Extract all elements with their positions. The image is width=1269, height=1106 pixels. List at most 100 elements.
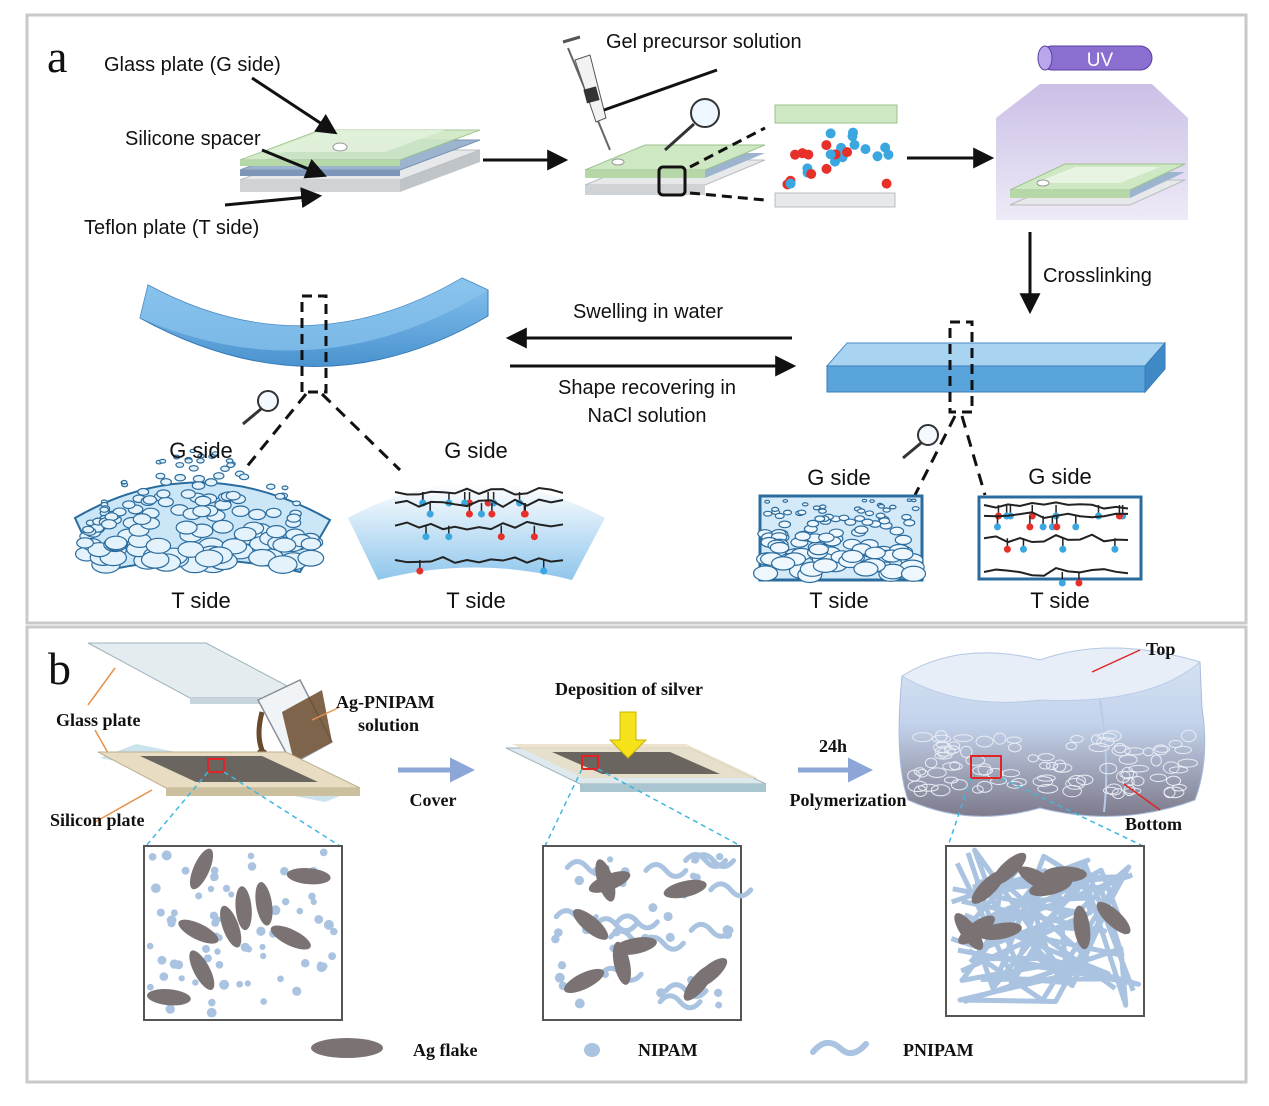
pore: [225, 458, 234, 464]
gel-pore: [1118, 754, 1138, 765]
pore: [76, 537, 94, 549]
nipam-dot: [715, 852, 724, 861]
nipam-dot: [292, 986, 302, 996]
solution-label-line2: solution: [358, 715, 419, 735]
nipam-dot: [169, 959, 180, 969]
gel-pore: [993, 732, 1007, 745]
pore: [900, 565, 927, 582]
gel-block: [898, 647, 1206, 817]
precursor-dot: [825, 128, 836, 139]
side-group: [416, 567, 424, 575]
ag-flake: [572, 909, 609, 940]
gel-pore: [1065, 742, 1078, 751]
gel-pore: [1111, 788, 1125, 800]
nipam-dot: [310, 898, 317, 906]
legend-nipam-label: NIPAM: [638, 1040, 698, 1060]
pore: [177, 541, 205, 558]
gel-pore: [1180, 729, 1197, 743]
polymerization-label: Polymerization: [790, 790, 907, 810]
nipam-dot: [247, 862, 257, 871]
flat-zoom-line-right: [960, 415, 987, 496]
solution-pointer: [311, 707, 339, 721]
side-group: [1058, 579, 1066, 587]
precursor-dot: [849, 139, 860, 150]
pore: [911, 498, 917, 503]
cover-label: Cover: [410, 790, 457, 810]
g-side-label-4: G side: [1028, 464, 1092, 489]
syringe: [562, 35, 611, 151]
gel-pore: [947, 741, 961, 751]
magnifier-icon-right: [902, 424, 939, 460]
nipam-dot: [280, 866, 289, 876]
pore: [854, 525, 869, 535]
pore: [854, 515, 866, 522]
gel-pore: [1174, 745, 1192, 755]
pore: [882, 507, 891, 513]
g-side-label-3: G side: [807, 465, 871, 490]
gel-pore: [1006, 780, 1023, 789]
gel-pore: [1166, 775, 1182, 786]
nipam-dot: [244, 980, 251, 987]
recovering-label-line2: NaCl solution: [588, 405, 707, 427]
legend-pnipam-icon: [810, 1039, 869, 1057]
pore: [782, 499, 789, 503]
nipam-dot: [148, 852, 157, 861]
nipam-dot: [314, 914, 324, 924]
gel-pore: [934, 752, 953, 760]
nipam-dot: [195, 892, 203, 900]
gel-pore: [1123, 784, 1136, 797]
pore: [180, 489, 196, 499]
flat-porous-structure: [752, 494, 927, 584]
ag-flake: [1018, 866, 1058, 892]
pore: [841, 549, 864, 563]
nipam-dot: [259, 943, 266, 950]
pore: [770, 506, 780, 512]
ag-flake: [971, 870, 1005, 904]
pore: [157, 496, 174, 508]
zoom-line-b3-left: [947, 777, 972, 847]
nipam-dot: [323, 919, 334, 930]
nipam-dot: [328, 952, 337, 961]
pore: [132, 513, 152, 526]
gel-pore: [916, 769, 929, 778]
nipam-dot: [553, 928, 563, 937]
gel-pore: [1045, 761, 1059, 770]
nipam-dot: [165, 1004, 175, 1014]
crosslinking-label: Crosslinking: [1043, 265, 1152, 287]
gel-pore: [912, 732, 933, 743]
pore: [864, 546, 886, 560]
gel-pore: [1150, 754, 1162, 767]
pore: [856, 508, 866, 514]
uv-label: UV: [1087, 50, 1114, 71]
pore: [814, 515, 826, 523]
gel-pore: [972, 785, 984, 794]
pore: [266, 525, 287, 539]
pore: [122, 500, 136, 510]
side-group: [1072, 523, 1080, 531]
pore: [159, 458, 167, 464]
silicon-plate-label: Silicon plate: [50, 810, 145, 830]
side-group: [1003, 545, 1011, 553]
pore: [889, 526, 905, 536]
nipam-dot: [656, 988, 666, 998]
gel-pore: [1039, 761, 1051, 770]
pore: [204, 478, 218, 487]
gel-pore: [1128, 764, 1150, 773]
pore: [196, 457, 205, 464]
pore: [238, 473, 250, 481]
zoom-line-top: [689, 126, 766, 169]
pore: [233, 526, 257, 542]
gel-pore: [1168, 739, 1183, 749]
nipam-dot: [606, 856, 614, 863]
pore: [100, 519, 117, 530]
glass-plate-label: Glass plate (G side): [104, 54, 281, 76]
panel-b-letter: b: [48, 643, 71, 694]
pore: [853, 561, 879, 577]
nipam-dot: [260, 998, 267, 1005]
gel-pore: [1102, 786, 1119, 795]
nipam-dot: [259, 952, 267, 960]
gel-pore: [1075, 774, 1094, 786]
pnipam-chain: [688, 921, 734, 939]
zoom-line-b1-left: [145, 771, 209, 847]
gel-pore: [1152, 744, 1169, 756]
